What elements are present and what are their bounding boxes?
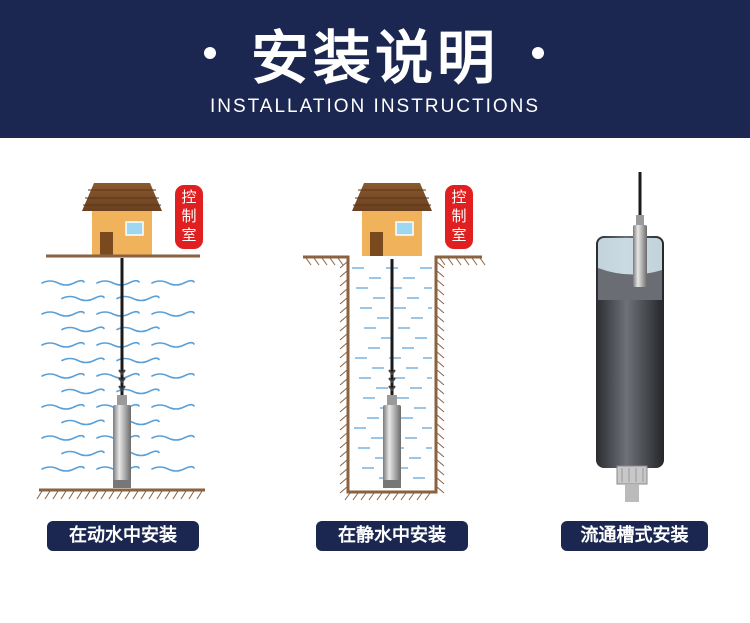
wave-line <box>96 372 140 379</box>
wave-line <box>61 357 105 364</box>
wave-line <box>41 310 85 317</box>
wave-line <box>151 403 195 410</box>
control-room-char-3: 室 <box>181 226 196 244</box>
page-subtitle: INSTALLATION INSTRUCTIONS <box>209 96 541 117</box>
scene-still-water: 控 制 室 <box>303 183 486 501</box>
wave-line <box>116 326 160 333</box>
page-title: 安装说明 <box>250 24 499 92</box>
level-sensor-probe <box>633 215 647 287</box>
wave-line <box>96 279 140 286</box>
wave-line <box>41 372 85 379</box>
well-walls <box>303 255 482 494</box>
label-running-water: 在动水中安装 <box>47 521 199 551</box>
level-sensor-probe <box>113 395 131 488</box>
house-icon <box>82 183 162 256</box>
wave-line <box>41 434 85 441</box>
title-dot-right <box>532 47 544 59</box>
control-room-char-3: 室 <box>451 226 466 244</box>
wave-line <box>61 450 105 457</box>
wave-line <box>151 279 195 286</box>
control-room-char-2: 制 <box>181 207 196 225</box>
house-icon <box>352 183 432 256</box>
wave-line <box>61 326 105 333</box>
wave-line <box>41 279 85 286</box>
label-still-water: 在静水中安装 <box>316 521 468 551</box>
scene-flow-tank <box>596 172 664 502</box>
title-dot-left <box>204 47 216 59</box>
wave-line <box>116 388 160 395</box>
installation-diagrams: 控 制 室 控 制 室 <box>36 172 664 502</box>
wave-line <box>116 357 160 364</box>
flow-tank <box>596 236 664 502</box>
wave-line <box>61 388 105 395</box>
wave-line <box>151 341 195 348</box>
control-room-tag: 控 制 室 <box>445 185 473 249</box>
wave-line <box>116 295 160 302</box>
control-room-char-1: 控 <box>451 188 466 206</box>
level-sensor-probe <box>383 395 401 488</box>
control-room-char-2: 制 <box>451 207 466 225</box>
control-room-tag: 控 制 室 <box>175 185 203 249</box>
wave-line <box>151 310 195 317</box>
wave-line <box>151 465 195 472</box>
wave-line <box>61 295 105 302</box>
wave-line <box>96 341 140 348</box>
wave-line <box>41 403 85 410</box>
wave-line <box>41 465 85 472</box>
wave-line <box>151 372 195 379</box>
header-banner <box>0 0 750 138</box>
wave-line <box>96 310 140 317</box>
wave-line <box>41 341 85 348</box>
scene-running-water: 控 制 室 <box>36 183 205 500</box>
control-room-char-1: 控 <box>181 188 196 206</box>
label-flow-tank: 流通槽式安装 <box>561 521 708 551</box>
flowing-water-waves <box>41 279 195 472</box>
wave-line <box>151 434 195 441</box>
wave-line <box>61 419 105 426</box>
